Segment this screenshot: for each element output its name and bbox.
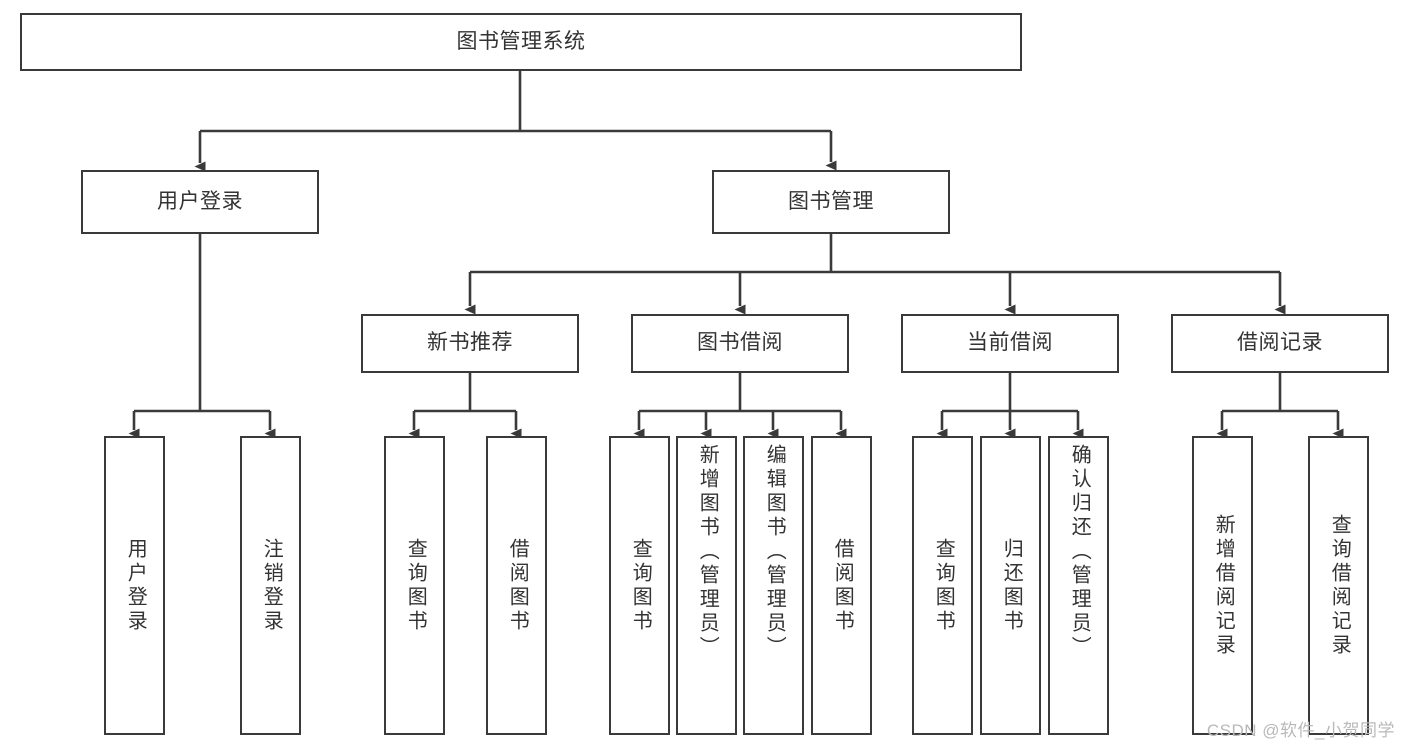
- node-current-borrow-label: 当前借阅: [967, 331, 1053, 355]
- node-leaf-borrow-book-2-label: 借阅图书: [831, 537, 854, 634]
- node-leaf-logout-login-label: 注销登录: [260, 537, 283, 634]
- node-leaf-confirm-return[interactable]: 确认归还（管理员）: [1048, 436, 1109, 735]
- node-leaf-borrow-book-2[interactable]: 借阅图书: [811, 436, 872, 735]
- node-root[interactable]: 图书管理系统: [20, 13, 1022, 71]
- node-borrow-record-label: 借阅记录: [1237, 331, 1323, 355]
- node-leaf-query-book-1-label: 查询图书: [404, 537, 427, 634]
- node-leaf-add-book[interactable]: 新增图书（管理员）: [676, 436, 737, 735]
- node-user-login-label: 用户登录: [157, 189, 243, 213]
- node-leaf-add-record[interactable]: 新增借阅记录: [1192, 436, 1253, 735]
- node-leaf-return-book[interactable]: 归还图书: [980, 436, 1041, 735]
- node-book-management[interactable]: 图书管理: [712, 170, 950, 234]
- node-book-borrow[interactable]: 图书借阅: [631, 314, 849, 373]
- node-leaf-edit-book[interactable]: 编辑图书（管理员）: [743, 436, 804, 735]
- node-new-book-recommend-label: 新书推荐: [427, 331, 513, 355]
- node-current-borrow[interactable]: 当前借阅: [901, 314, 1119, 373]
- node-new-book-recommend[interactable]: 新书推荐: [361, 314, 579, 373]
- node-borrow-record[interactable]: 借阅记录: [1171, 314, 1389, 373]
- node-leaf-query-book-2-label: 查询图书: [629, 537, 652, 634]
- node-leaf-query-record[interactable]: 查询借阅记录: [1308, 436, 1369, 735]
- node-book-borrow-label: 图书借阅: [697, 331, 783, 355]
- node-leaf-confirm-return-label: 确认归还（管理员）: [1068, 444, 1091, 660]
- node-user-login[interactable]: 用户登录: [81, 170, 319, 234]
- node-leaf-borrow-book-1[interactable]: 借阅图书: [486, 436, 547, 735]
- node-leaf-add-book-label: 新增图书（管理员）: [696, 444, 719, 660]
- node-leaf-logout-login[interactable]: 注销登录: [240, 436, 301, 735]
- node-leaf-user-login-label: 用户登录: [124, 537, 147, 634]
- node-leaf-query-book-3-label: 查询图书: [932, 537, 955, 634]
- node-leaf-return-book-label: 归还图书: [1000, 537, 1023, 634]
- node-leaf-query-book-2[interactable]: 查询图书: [609, 436, 670, 735]
- node-leaf-edit-book-label: 编辑图书（管理员）: [763, 444, 786, 660]
- node-leaf-borrow-book-1-label: 借阅图书: [506, 537, 529, 634]
- node-root-label: 图书管理系统: [456, 29, 586, 53]
- node-leaf-user-login[interactable]: 用户登录: [104, 436, 165, 735]
- node-leaf-query-book-3[interactable]: 查询图书: [912, 436, 973, 735]
- node-leaf-query-book-1[interactable]: 查询图书: [384, 436, 445, 735]
- node-book-management-label: 图书管理: [788, 189, 874, 213]
- node-leaf-add-record-label: 新增借阅记录: [1212, 513, 1235, 658]
- node-leaf-query-record-label: 查询借阅记录: [1328, 513, 1351, 658]
